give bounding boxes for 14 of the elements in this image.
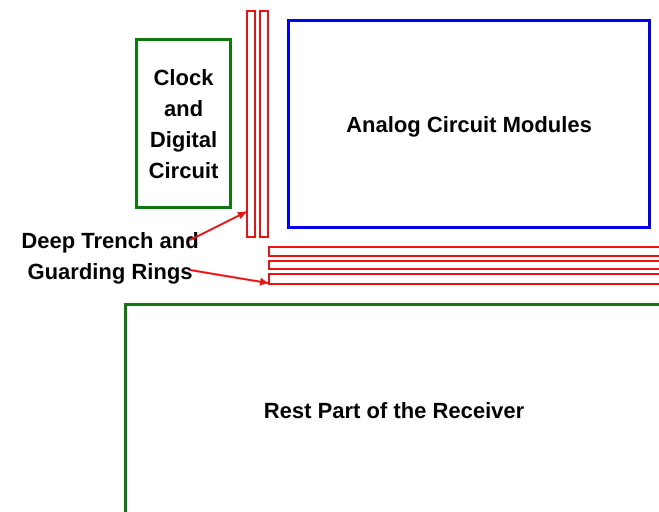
block-label: Clock and Digital Circuit	[148, 64, 220, 184]
leader-arrow	[190, 269, 268, 286]
trench-bar	[268, 273, 659, 285]
circuit-block	[287, 19, 651, 229]
trench-bar	[259, 10, 269, 238]
trench-bar	[268, 260, 659, 270]
circuit-block	[135, 38, 232, 209]
leader-arrow	[190, 211, 246, 241]
block-label: Rest Part of the Receiver	[264, 397, 524, 425]
circuit-block	[124, 303, 659, 512]
trench-bar	[246, 10, 256, 238]
callout-label: Deep Trench and Guarding Rings	[20, 227, 200, 286]
trench-bar	[268, 246, 659, 257]
block-label: Analog Circuit Modules	[346, 110, 592, 139]
